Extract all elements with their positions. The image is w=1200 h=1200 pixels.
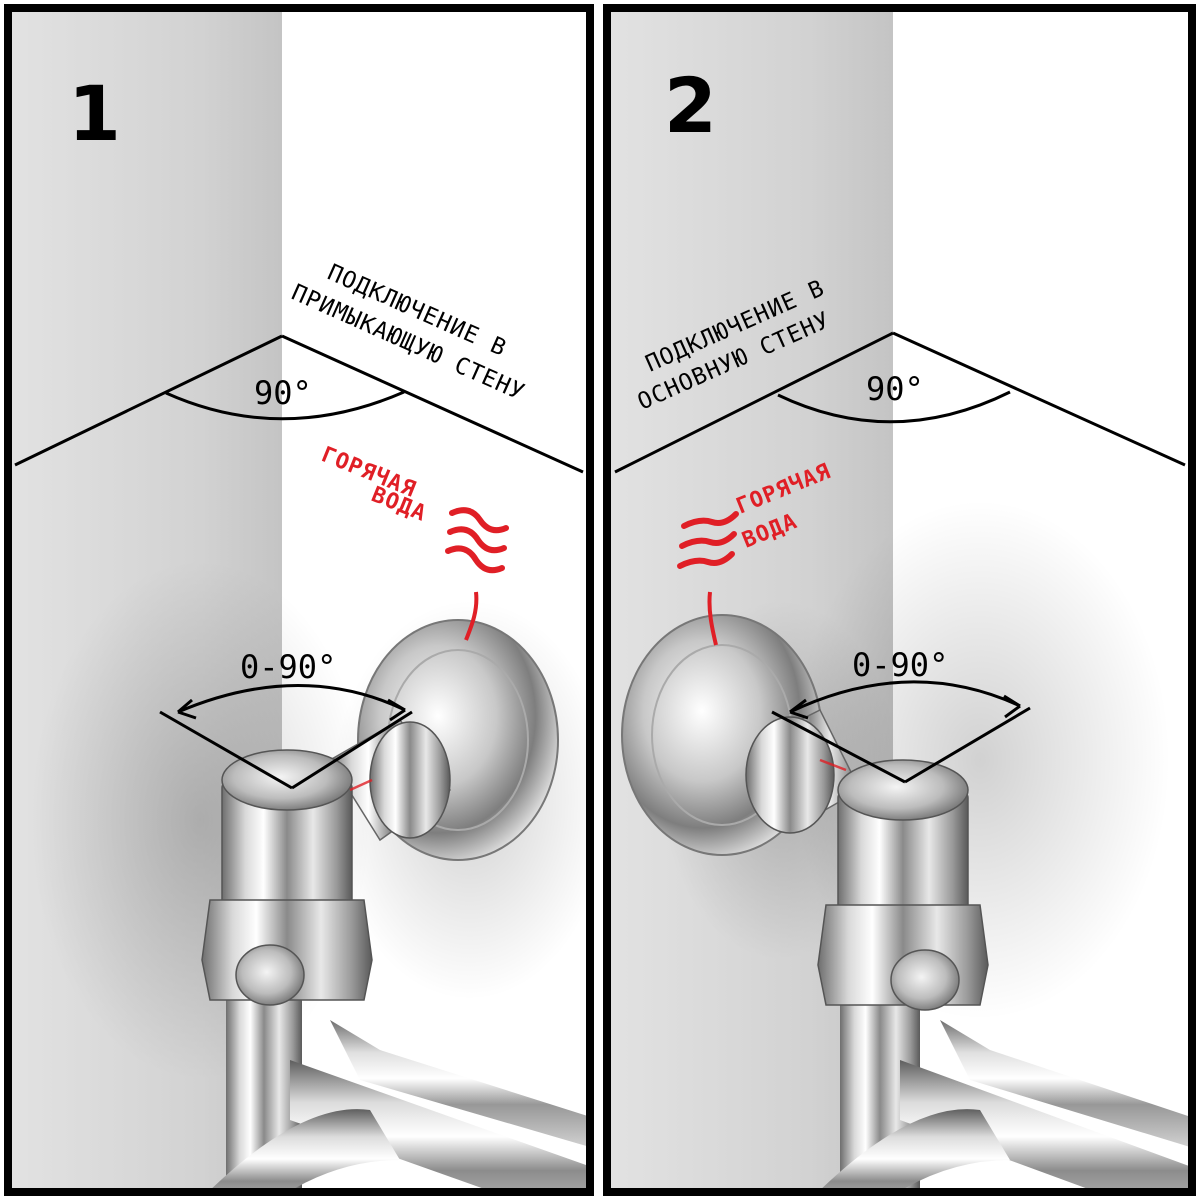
panel-number-2: 2	[664, 61, 717, 150]
corner-lines-2	[614, 331, 1186, 474]
valve-1	[201, 749, 373, 1006]
rotation-range-1: 0-90°	[240, 648, 336, 686]
valve-2	[817, 759, 989, 1011]
panel-1: 1 ПОДКЛЮЧЕНИЕ В ПРИМЫКАЮЩУЮ СТЕНУ 90° 0-…	[12, 12, 586, 1188]
hot-water-waves-icon-1	[445, 507, 509, 574]
panel-2: 2 ПОДКЛЮЧЕНИЕ В ОСНОВНУЮ СТЕНУ 90° 0-90°…	[611, 12, 1188, 1188]
corner-angle-2: 90°	[866, 370, 924, 408]
hot-water-marker-1	[349, 507, 509, 792]
rotation-range-2: 0-90°	[852, 646, 948, 684]
corner-angle-1: 90°	[254, 374, 312, 412]
panel-frame-2	[603, 4, 1196, 1196]
angle-adapter-2	[745, 708, 861, 834]
angle-adapter-1	[328, 719, 452, 842]
hot-water-waves-icon-2	[677, 511, 739, 569]
rotation-indicator-2	[771, 680, 1031, 784]
panel-frame-1	[4, 4, 594, 1196]
rotation-indicator-1	[159, 684, 413, 790]
corner-lines-1	[14, 334, 584, 474]
panel-number-1: 1	[68, 69, 121, 158]
hot-water-marker-2	[677, 511, 847, 772]
